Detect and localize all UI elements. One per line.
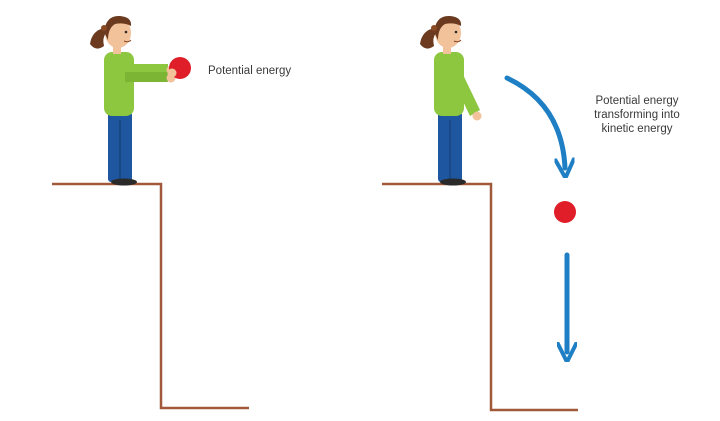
transformation-caption-line-1: Potential energy [595,95,679,107]
left-person-icon [90,15,176,186]
falling-ball-icon [554,201,576,223]
potential-energy-caption: Potential energy [208,65,292,77]
transformation-caption: Potential energy transforming into kinet… [578,94,696,136]
right-person-icon [420,15,482,186]
curved-arrow-icon [504,75,565,168]
right-cliff-icon [382,182,578,412]
left-cliff-icon [52,182,249,410]
transformation-caption-line-2: transforming into [594,109,680,121]
transformation-caption-line-3: kinetic energy [601,123,673,135]
